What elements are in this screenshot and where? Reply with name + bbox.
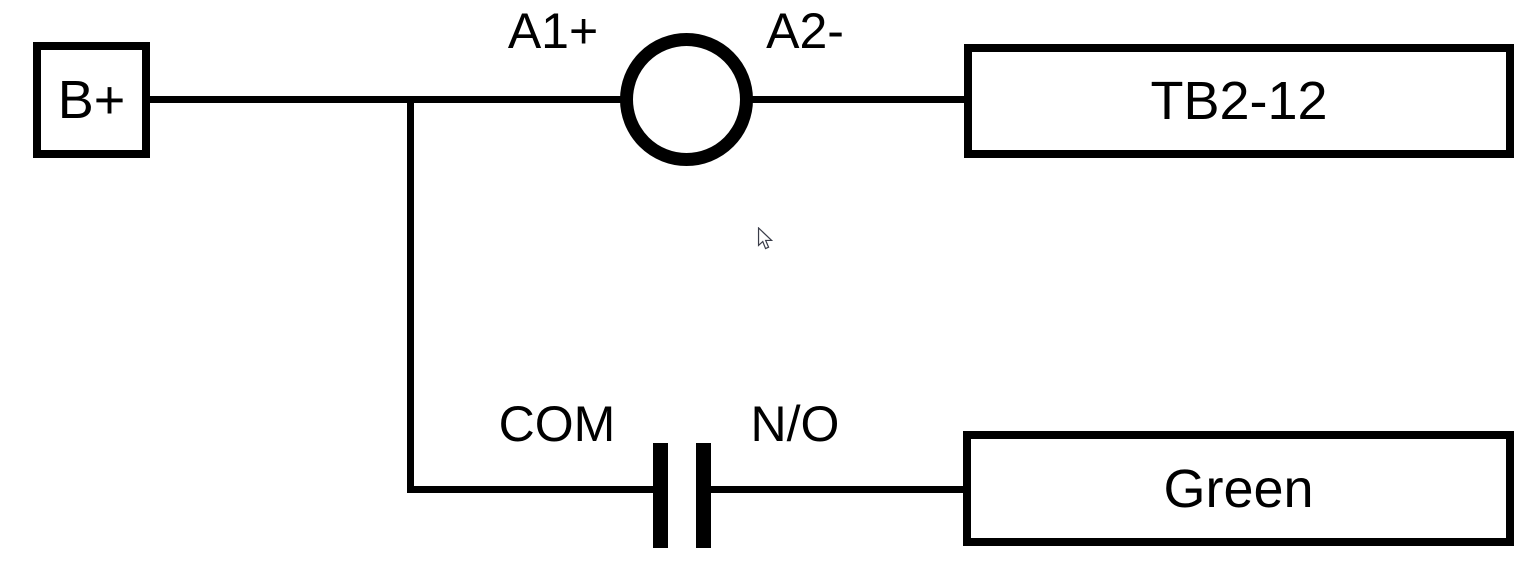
terminal-box-tb2-12[interactable]: TB2-12 bbox=[964, 44, 1514, 158]
coil-terminal-a1-label: A1+ bbox=[507, 3, 599, 59]
wire-coil-to-tb2 bbox=[740, 96, 964, 103]
mouse-cursor-icon bbox=[757, 227, 774, 250]
terminal-box-green[interactable]: Green bbox=[963, 431, 1514, 546]
contact-bar-left bbox=[653, 443, 668, 548]
contact-terminal-com-label: COM bbox=[498, 396, 616, 452]
coil-terminal-a2-label: A2- bbox=[766, 3, 844, 59]
wire-contact-to-green bbox=[711, 486, 963, 493]
b-plus-label: B+ bbox=[57, 70, 126, 130]
contact-bar-right bbox=[696, 443, 711, 548]
no-contact-symbol[interactable] bbox=[653, 443, 711, 548]
contact-terminal-no-label: N/O bbox=[750, 396, 840, 452]
terminal-box-b-plus[interactable]: B+ bbox=[33, 42, 150, 158]
wire-bplus-to-coil bbox=[150, 96, 633, 103]
wire-branch-to-contact bbox=[407, 486, 653, 493]
tb2-12-label: TB2-12 bbox=[1150, 71, 1328, 131]
green-label: Green bbox=[1163, 458, 1314, 519]
wire-branch-vertical bbox=[407, 96, 414, 493]
